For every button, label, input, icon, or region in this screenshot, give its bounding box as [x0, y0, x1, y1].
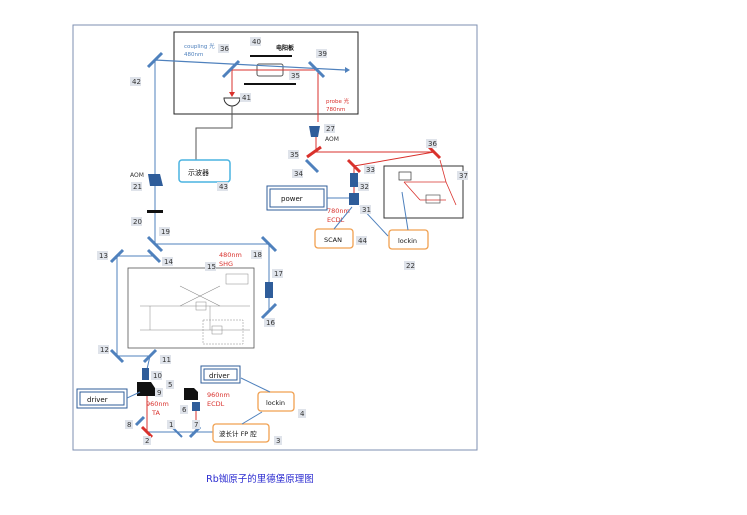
tag-12: 12	[100, 346, 109, 354]
shg-module-box	[127, 267, 255, 349]
driver-box-left	[76, 388, 128, 409]
tag-35-right: 35	[290, 151, 299, 159]
component-6	[192, 402, 200, 411]
coupling-wavelength-label: 480nm	[184, 52, 203, 58]
saturated-absorption-box	[383, 165, 464, 219]
driver-label-left: driver	[87, 396, 108, 404]
tag-14: 14	[164, 258, 173, 266]
tag-31: 31	[362, 206, 371, 214]
tag-36-top: 36	[220, 45, 229, 53]
scan-label: SCAN	[324, 236, 342, 244]
driver-label-mid: driver	[209, 372, 230, 380]
mirror-16	[260, 302, 278, 320]
mirror-8	[134, 415, 146, 427]
tag-6: 6	[182, 406, 187, 414]
tag-5: 5	[168, 381, 172, 389]
power-label: power	[281, 195, 303, 203]
vapor-cell-chamber	[173, 31, 359, 115]
ecdl-780-laser	[349, 193, 359, 205]
aom-upper-icon	[309, 126, 320, 137]
aom-upper-label: AOM	[325, 136, 339, 143]
tag-32: 32	[360, 183, 369, 191]
lockin-box-lower	[257, 391, 295, 412]
tapered-amplifier-icon	[137, 382, 155, 396]
probe-wavelength-label: 780nm	[326, 107, 345, 113]
number-tags: 40 36 39 35 42 41 27 36 35 33 34 37 32 2…	[97, 37, 468, 445]
tag-27: 27	[326, 125, 335, 133]
ecdl-960-type: ECDL	[207, 400, 225, 408]
oscilloscope-label: 示波器	[188, 168, 209, 177]
lens-20	[147, 210, 163, 213]
tag-18: 18	[253, 251, 262, 259]
tag-22: 22	[406, 262, 415, 270]
tag-44: 44	[358, 237, 367, 245]
tag-36-right: 36	[428, 140, 437, 148]
arrow-down-icon	[229, 92, 235, 97]
probe-beam-diag	[353, 151, 435, 167]
tag-4: 4	[300, 410, 305, 418]
tag-35-cell: 35	[291, 72, 300, 80]
shg-type: SHG	[219, 260, 233, 268]
mirror-34	[304, 158, 320, 174]
tag-43: 43	[219, 183, 228, 191]
lockin-label-upper: lockin	[398, 237, 417, 245]
lockin-box-upper	[388, 229, 429, 250]
isolator-32	[350, 173, 358, 187]
tag-37: 37	[459, 172, 468, 180]
mirror-36-top	[221, 59, 241, 79]
tag-10: 10	[153, 372, 162, 380]
shg-wavelength: 480nm	[219, 251, 242, 259]
ta-type: TA	[151, 409, 160, 417]
probe-light-label: probe 光	[326, 97, 350, 105]
lockin-label-lower: lockin	[266, 399, 285, 407]
detector-cable	[195, 106, 233, 160]
oscilloscope-box	[178, 159, 231, 183]
tag-9: 9	[157, 389, 161, 397]
arrow-right-icon	[345, 67, 350, 73]
ecdl-780-wavelength: 780nm	[327, 207, 350, 215]
tag-40: 40	[252, 38, 261, 46]
tag-11: 11	[162, 356, 171, 364]
coupling-light-label: coupling 光	[184, 42, 215, 50]
ecdl-960-laser	[184, 388, 198, 400]
mirror-35-right	[306, 145, 322, 159]
tag-39: 39	[318, 50, 327, 58]
diagram-caption: Rb铷原子的里德堡原理图	[206, 474, 314, 485]
tag-8: 8	[127, 421, 131, 429]
tag-20: 20	[133, 218, 142, 226]
mirror-42	[146, 51, 164, 69]
tag-1: 1	[169, 421, 173, 429]
tag-42: 42	[132, 78, 141, 86]
tag-19: 19	[161, 228, 170, 236]
tag-2: 2	[145, 437, 149, 445]
driver-box-mid	[200, 365, 241, 384]
photodetector-icon	[223, 97, 241, 107]
tag-7: 7	[194, 421, 198, 429]
tag-16: 16	[266, 319, 275, 327]
aom-left-label: AOM	[130, 172, 144, 179]
tag-3: 3	[276, 437, 280, 445]
ta-wavelength: 960nm	[146, 400, 169, 408]
tag-15: 15	[207, 263, 216, 271]
mirror-39	[307, 60, 326, 79]
wavemeter-label: 波长计 FP 腔	[219, 429, 257, 438]
aom-left-icon	[148, 174, 163, 186]
tag-13: 13	[99, 252, 108, 260]
tag-34: 34	[294, 170, 303, 178]
cavity-title: 电阳板	[276, 44, 295, 52]
ecdl-960-wavelength: 960nm	[207, 391, 230, 399]
diagram-frame	[72, 24, 478, 451]
ecdl-780-type: ECDL	[327, 216, 345, 224]
tag-41: 41	[242, 94, 251, 102]
tag-33: 33	[366, 166, 375, 174]
component-17	[265, 282, 273, 298]
component-10	[142, 368, 149, 380]
tag-17: 17	[274, 270, 283, 278]
mirror-2	[140, 425, 154, 439]
wavemeter-box	[212, 423, 270, 443]
tag-21: 21	[133, 183, 142, 191]
